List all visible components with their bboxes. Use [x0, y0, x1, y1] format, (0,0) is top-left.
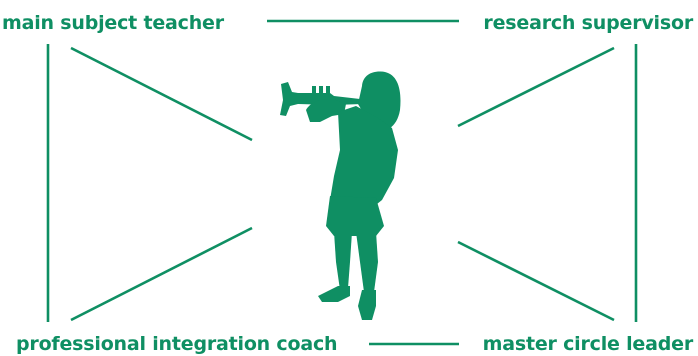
connector-diag-top-left: [70, 46, 253, 142]
connector-diag-bottom-right: [457, 240, 615, 322]
label-research-supervisor: research supervisor: [483, 12, 693, 34]
connector-diag-bottom-left: [70, 226, 253, 322]
label-master-circle-leader: master circle leader: [483, 333, 694, 355]
connector-diag-top-right: [457, 46, 615, 128]
label-professional-integration-coach: professional integration coach: [16, 333, 337, 355]
label-main-subject-teacher: main subject teacher: [2, 12, 225, 34]
trumpet-player-silhouette-icon: [280, 71, 401, 320]
